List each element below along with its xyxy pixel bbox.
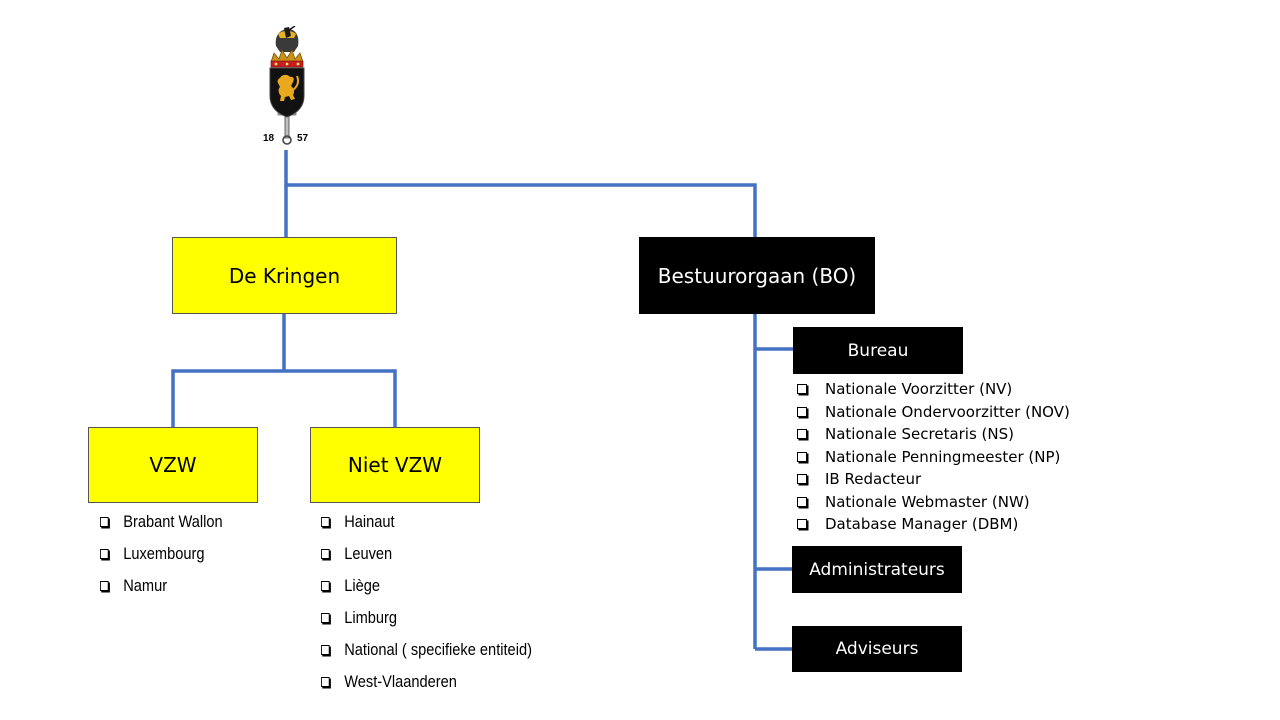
checkbox-icon [321,613,330,623]
vzw-list: Brabant Wallon Luxembourg Namur [100,506,223,602]
niet-vzw-box: Niet VZW [310,427,480,503]
list-item: Nationale Penningmeester (NP) [797,446,1070,469]
administrateurs-box: Administrateurs [792,546,962,593]
checkbox-icon [100,549,109,559]
list-item: Database Manager (DBM) [797,513,1070,536]
list-item: National ( specifieke entiteid) [321,634,532,666]
list-item: Brabant Wallon [100,506,223,538]
crest-icon [269,26,305,145]
logo-year-left: 18 [263,133,275,144]
de-kringen-box: De Kringen [172,237,397,314]
checkbox-icon [797,406,807,417]
adviseurs-label: Adviseurs [835,639,919,659]
list-item: Nationale Ondervoorzitter (NOV) [797,401,1070,424]
checkbox-icon [797,429,807,440]
checkbox-icon [100,581,109,591]
bureau-list: Nationale Voorzitter (NV) Nationale Onde… [797,378,1070,536]
connector-logo-trunk [284,150,757,238]
checkbox-icon [797,384,807,395]
logo-year-right: 57 [297,133,309,144]
niet-vzw-label: Niet VZW [347,453,443,477]
list-item: West-Vlaanderen [321,666,532,698]
list-item: Liège [321,570,532,602]
list-item: Leuven [321,538,532,570]
list-item: Nationale Secretaris (NS) [797,423,1070,446]
bestuurorgaan-box: Bestuurorgaan (BO) [639,237,875,314]
administrateurs-label: Administrateurs [809,559,945,580]
de-kringen-label: De Kringen [228,263,341,288]
checkbox-icon [321,645,330,655]
checkbox-icon [797,519,807,530]
bureau-box: Bureau [793,327,963,374]
bestuurorgaan-label: Bestuurorgaan (BO) [657,263,857,288]
list-item: IB Redacteur [797,468,1070,491]
vzw-box: VZW [88,427,258,503]
checkbox-icon [321,677,330,687]
adviseurs-box: Adviseurs [792,626,962,672]
list-item: Luxembourg [100,538,223,570]
checkbox-icon [100,517,109,527]
list-item: Limburg [321,602,532,634]
niet-vzw-list: Hainaut Leuven Liège Limburg National ( … [321,506,532,698]
list-item: Hainaut [321,506,532,538]
list-item: Nationale Webmaster (NW) [797,491,1070,514]
list-item: Namur [100,570,223,602]
checkbox-icon [797,451,807,462]
list-item: Nationale Voorzitter (NV) [797,378,1070,401]
checkbox-icon [797,474,807,485]
connector-kringen-split [171,313,397,428]
bureau-label: Bureau [847,340,909,361]
checkbox-icon [321,581,330,591]
vzw-label: VZW [149,453,197,477]
checkbox-icon [321,549,330,559]
checkbox-icon [797,496,807,507]
checkbox-icon [321,517,330,527]
